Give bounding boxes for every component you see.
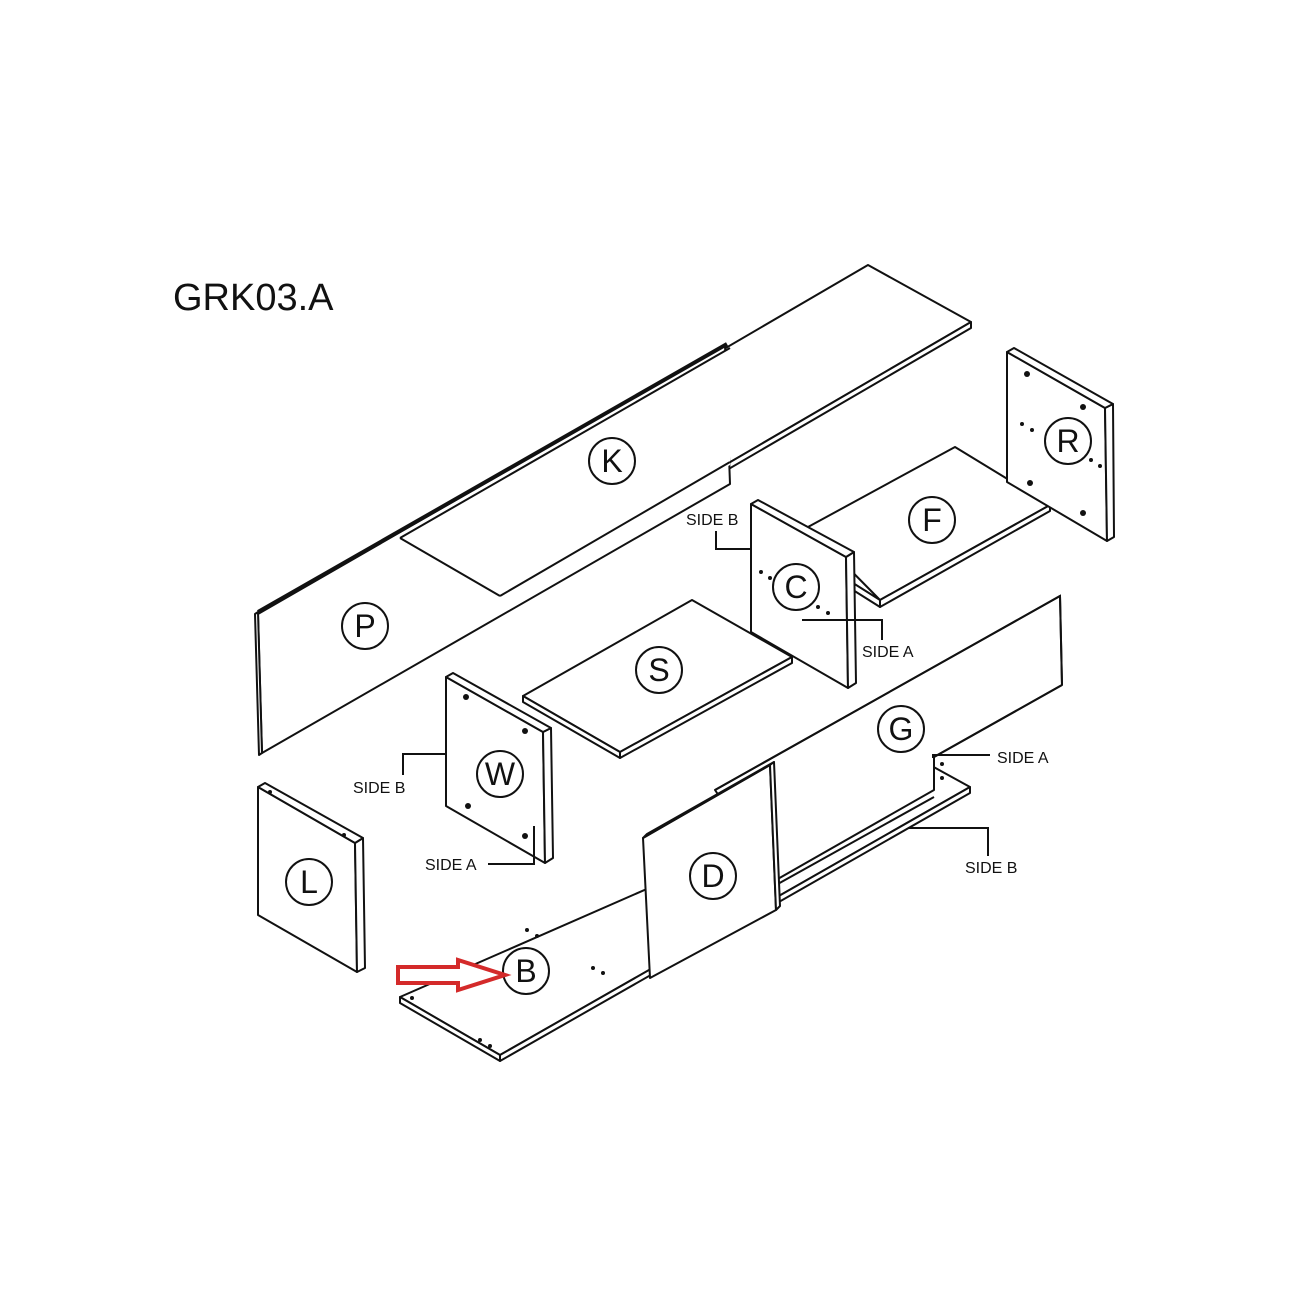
w-side-a-leader <box>488 826 535 865</box>
svg-text:C: C <box>784 569 807 605</box>
part-badge-s: S <box>635 646 683 694</box>
g-side-b-label: SIDE B <box>965 860 1017 877</box>
arrow-right-icon <box>396 957 512 993</box>
part-badge-c: C <box>772 563 820 611</box>
w-side-b-label: SIDE B <box>353 780 405 797</box>
g-side-a-label: SIDE A <box>997 750 1049 767</box>
svg-text:R: R <box>1056 423 1079 459</box>
svg-text:W: W <box>485 756 516 792</box>
g-side-b-leader <box>908 827 989 856</box>
diagram-title: GRK03.A <box>173 277 334 319</box>
part-badge-k: K <box>588 437 636 485</box>
g-side-a-leader <box>932 754 990 758</box>
w-side-b-leader <box>402 753 446 775</box>
svg-text:F: F <box>922 502 942 538</box>
svg-text:D: D <box>701 858 724 894</box>
c-side-a-leader <box>802 619 883 640</box>
part-badge-l: L <box>285 858 333 906</box>
svg-text:B: B <box>515 953 536 989</box>
part-badge-p: P <box>341 602 389 650</box>
svg-text:S: S <box>648 652 669 688</box>
svg-text:P: P <box>354 608 375 644</box>
part-badge-r: R <box>1044 417 1092 465</box>
part-badge-b: B <box>502 947 550 995</box>
c-side-b-label: SIDE B <box>686 512 738 529</box>
c-side-b-leader <box>715 531 750 550</box>
part-badge-d: D <box>689 852 737 900</box>
svg-text:G: G <box>889 711 914 747</box>
svg-text:L: L <box>300 864 318 900</box>
part-badge-w: W <box>476 750 524 798</box>
w-side-a-label: SIDE A <box>425 857 477 874</box>
part-badge-f: F <box>908 496 956 544</box>
c-side-a-label: SIDE A <box>862 644 914 661</box>
part-badge-g: G <box>877 705 925 753</box>
svg-text:K: K <box>601 443 622 479</box>
